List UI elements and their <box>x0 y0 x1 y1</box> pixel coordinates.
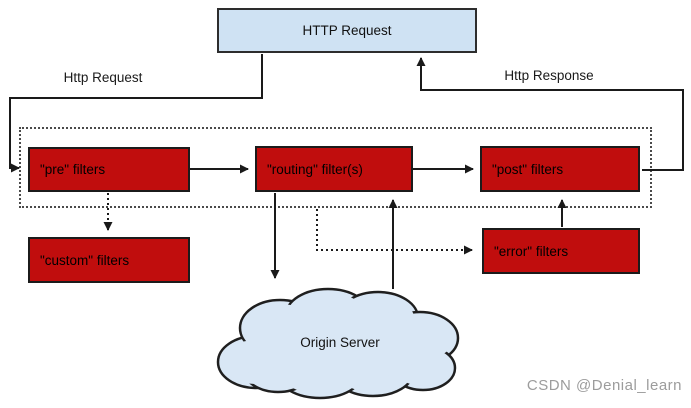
origin-server-label: Origin Server <box>300 335 380 350</box>
routing-filters-box: "routing" filter(s) <box>255 146 413 192</box>
post-filters-label: "post" filters <box>492 161 564 177</box>
pre-filters-label: "pre" filters <box>40 162 106 177</box>
cloud-shape <box>216 287 460 400</box>
http-request-box: HTTP Request <box>217 8 477 53</box>
post-filters-box: "post" filters <box>480 146 640 192</box>
pre-filters-box: "pre" filters <box>28 147 190 192</box>
custom-filters-label: "custom" filters <box>40 252 130 268</box>
dotted-arrow-chain-to-error <box>316 209 473 255</box>
http-request-flow-label: Http Request <box>63 70 143 85</box>
http-request-box-label: HTTP Request <box>302 23 392 38</box>
error-filters-box: "error" filters <box>482 228 640 274</box>
origin-server-cloud <box>208 280 473 402</box>
csdn-watermark: CSDN @Denial_learn <box>526 377 682 394</box>
http-response-flow-label: Http Response <box>504 68 594 83</box>
custom-filters-box: "custom" filters <box>28 237 190 283</box>
error-filters-label: "error" filters <box>494 243 569 259</box>
routing-filters-label: "routing" filter(s) <box>267 161 363 177</box>
